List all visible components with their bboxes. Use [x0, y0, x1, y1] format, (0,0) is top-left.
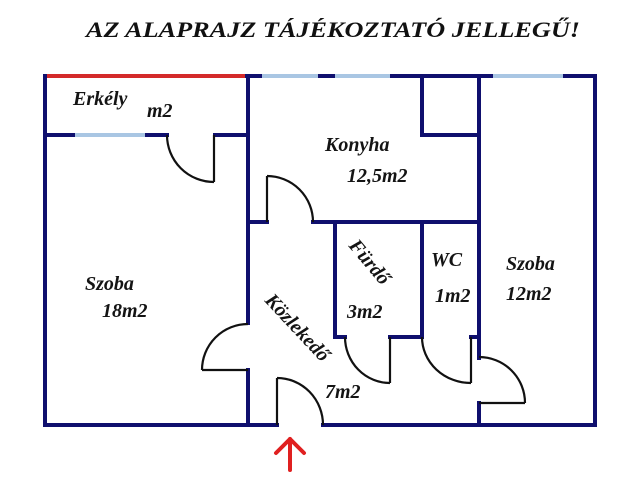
outer-walls [43, 74, 597, 427]
disclaimer-title: AZ ALAPRAJZ TÁJÉKOZTATÓ JELLEGŰ! [84, 17, 580, 42]
interior-walls [43, 74, 481, 427]
hallway-area: 7m2 [325, 381, 361, 403]
hallway-name: Közlekedő [260, 289, 336, 368]
room-right-area: 12m2 [506, 283, 552, 305]
room-left-name: Szoba [85, 273, 134, 295]
door-kitchen [265, 174, 315, 223]
balcony-area: m2 [147, 100, 173, 122]
door-entrance [275, 376, 325, 426]
door-bathroom [343, 336, 392, 385]
door-balcony [165, 134, 216, 184]
doors [165, 134, 527, 426]
kitchen-name: Konyha [324, 134, 389, 156]
balcony-name: Erkély [72, 88, 128, 110]
kitchen-area: 12,5m2 [347, 165, 408, 187]
bathroom-name: Fürdő [344, 234, 396, 290]
room-left-area: 18m2 [102, 300, 148, 322]
door-room-right [478, 355, 527, 405]
bathroom-area: 3m2 [346, 301, 383, 323]
wc-name: WC [431, 249, 463, 271]
up-arrow-icon [274, 437, 306, 472]
door-wc [420, 336, 473, 385]
wc-area: 1m2 [435, 285, 471, 307]
door-room-left [200, 322, 249, 372]
room-right-name: Szoba [506, 253, 555, 275]
